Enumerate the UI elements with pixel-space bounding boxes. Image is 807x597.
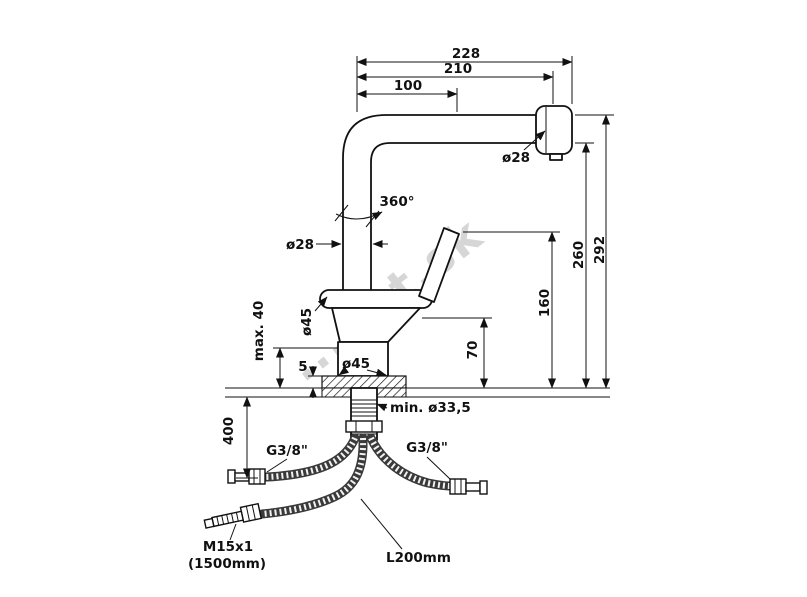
dim-292-label: 292 bbox=[592, 236, 608, 264]
dia-28-spout-label: ø28 bbox=[502, 150, 530, 166]
thread-left-label: G3/8" bbox=[266, 443, 308, 459]
dimension-labels: 228 210 100 ø28 360° ø28 292 260 160 70 … bbox=[188, 46, 608, 572]
dia-45-body-label: ø45 bbox=[299, 308, 315, 336]
threaded-stem bbox=[345, 387, 383, 441]
hose-thread-length-label: (1500mm) bbox=[188, 556, 266, 572]
dim-228-label: 228 bbox=[452, 46, 480, 62]
min-dia-label: min. ø33,5 bbox=[390, 400, 471, 416]
hose-thread-label: M15x1 bbox=[203, 539, 253, 555]
lever-handle bbox=[418, 227, 460, 303]
rotation-360-label: 360° bbox=[380, 194, 415, 210]
right-hose-connector bbox=[449, 478, 488, 495]
spray-hose-fitting bbox=[203, 502, 263, 529]
dim-260-label: 260 bbox=[571, 241, 587, 269]
dim-5-label: 5 bbox=[298, 359, 307, 375]
dim-100-label: 100 bbox=[394, 78, 422, 94]
max-40-label: max. 40 bbox=[251, 301, 267, 362]
supply-hoses bbox=[203, 433, 488, 529]
dia-45-base-label: ø45 bbox=[342, 356, 370, 372]
mixer-body bbox=[319, 289, 433, 309]
hose-connect-length-label: L200mm bbox=[386, 550, 451, 566]
dim-70-label: 70 bbox=[465, 341, 481, 360]
dim-400-label: 400 bbox=[221, 417, 237, 445]
faucet-outline bbox=[319, 105, 573, 377]
countertop bbox=[225, 375, 610, 398]
escutcheon-plate bbox=[321, 375, 407, 389]
dia-28-riser-label: ø28 bbox=[286, 237, 314, 253]
spray-head bbox=[535, 105, 573, 161]
dim-160-label: 160 bbox=[537, 289, 553, 317]
mounting-nut bbox=[345, 420, 383, 433]
left-hose-connector bbox=[227, 468, 266, 485]
dim-210-label: 210 bbox=[444, 61, 472, 77]
thread-right-label: G3/8" bbox=[406, 440, 448, 456]
dimension-lines bbox=[229, 56, 614, 550]
